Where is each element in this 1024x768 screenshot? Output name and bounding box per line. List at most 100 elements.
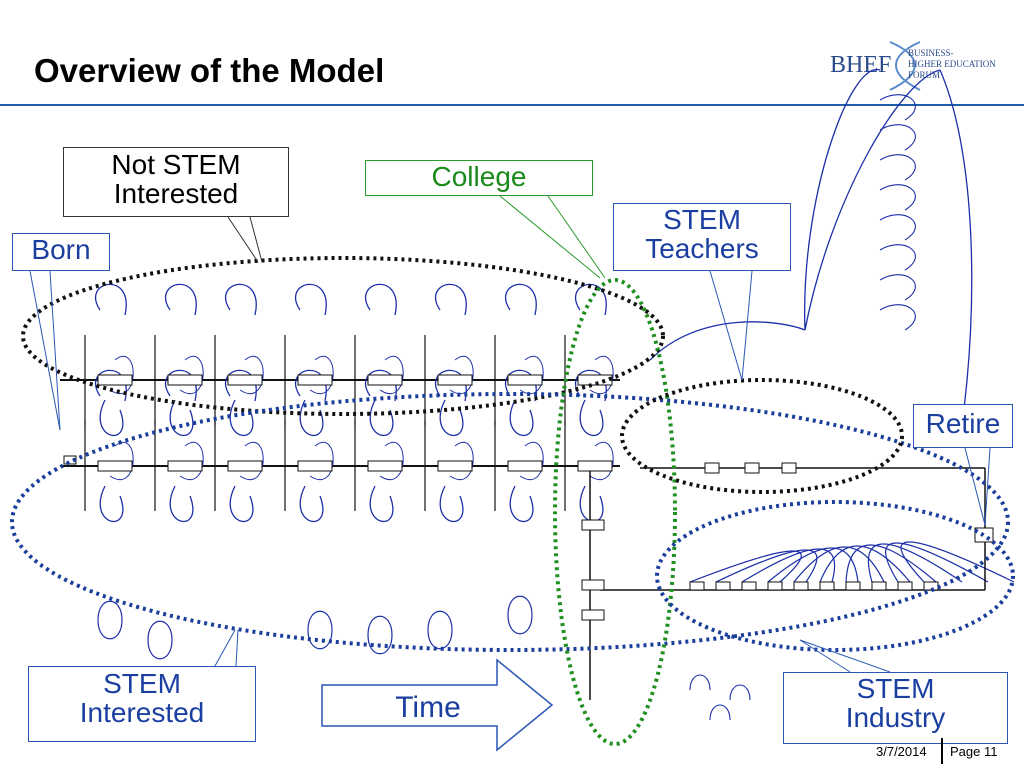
leader-interested bbox=[214, 629, 236, 667]
feedback-arc bbox=[147, 620, 173, 660]
industry-stock bbox=[715, 581, 731, 591]
industry-arc bbox=[715, 549, 818, 583]
feedback-arc bbox=[439, 399, 464, 437]
feedback-arc bbox=[299, 485, 324, 523]
logo-main-text: BHEF bbox=[830, 52, 891, 78]
feedback-arc bbox=[169, 485, 194, 523]
feedback-arc bbox=[879, 244, 916, 271]
stock-box bbox=[297, 374, 333, 386]
industry-stock bbox=[897, 581, 913, 591]
feedback-arc bbox=[169, 399, 194, 437]
teacher-stock bbox=[744, 462, 760, 474]
feedback-arc bbox=[224, 369, 257, 402]
leader-interested-b bbox=[235, 629, 239, 667]
feedback-arc bbox=[364, 283, 397, 316]
leader-born-b bbox=[49, 270, 61, 431]
stock-box bbox=[97, 460, 133, 472]
feedback-arc bbox=[519, 442, 544, 480]
feedback-arc bbox=[369, 485, 394, 523]
feedback-arc bbox=[879, 94, 916, 121]
leader-retire-b bbox=[984, 447, 991, 526]
stock-box bbox=[507, 374, 543, 386]
stock-box bbox=[167, 374, 203, 386]
leader-not-stem bbox=[227, 216, 259, 263]
feedback-arc bbox=[449, 442, 474, 480]
feedback-arc bbox=[179, 442, 204, 480]
long-arc bbox=[804, 69, 941, 331]
college-stock bbox=[581, 609, 605, 621]
industry-stock bbox=[689, 581, 705, 591]
feedback-arc bbox=[879, 124, 916, 151]
feedback-arc bbox=[879, 214, 916, 241]
feedback-arc bbox=[589, 442, 614, 480]
stock-box bbox=[227, 374, 263, 386]
model-stock-nodes bbox=[63, 374, 994, 621]
feedback-arc bbox=[439, 485, 464, 523]
long-arc bbox=[939, 69, 973, 441]
feedback-arc bbox=[229, 485, 254, 523]
bhef-logo: BHEF BUSINESS- HIGHER EDUCATION FORUM bbox=[830, 41, 996, 91]
logo-sub-1: BUSINESS- bbox=[908, 48, 954, 58]
feedback-arc bbox=[97, 600, 123, 640]
industry-stock bbox=[845, 581, 861, 591]
born-callout: Born bbox=[12, 233, 110, 271]
feedback-arc bbox=[579, 485, 604, 523]
not-stem-line-1: Not STEM bbox=[111, 149, 241, 180]
retire-callout: Retire bbox=[913, 404, 1013, 448]
feedback-arc bbox=[239, 356, 264, 394]
page-title: Overview of the Model bbox=[34, 52, 385, 89]
feedback-arc bbox=[99, 485, 124, 523]
industry-stock bbox=[793, 581, 809, 591]
feedback-arc bbox=[307, 610, 333, 650]
stock-box bbox=[507, 460, 543, 472]
industry-stock bbox=[741, 581, 757, 591]
leader-born bbox=[29, 270, 61, 431]
industry-arc bbox=[767, 547, 859, 583]
leader-not-stem-b bbox=[249, 216, 263, 263]
feedback-arc bbox=[224, 283, 257, 316]
stem-interested-line-2: Interested bbox=[79, 697, 205, 729]
college-stock bbox=[581, 519, 605, 531]
leader-college bbox=[499, 195, 601, 279]
feedback-arc bbox=[504, 369, 537, 402]
feedback-arc bbox=[164, 283, 197, 316]
title-divider bbox=[0, 104, 1024, 106]
feedback-arc bbox=[299, 399, 324, 437]
retire-label: Retire bbox=[925, 408, 1001, 439]
feedback-arc bbox=[579, 399, 604, 437]
college-label: College bbox=[431, 161, 527, 192]
stock-box bbox=[437, 374, 473, 386]
stem-teachers-line-2: Teachers bbox=[645, 233, 759, 265]
feedback-arc bbox=[369, 399, 394, 437]
stem-interested-callout: STEM Interested bbox=[28, 666, 256, 742]
feedback-arc bbox=[879, 274, 916, 301]
stock-box bbox=[167, 460, 203, 472]
feedback-arc bbox=[879, 304, 916, 331]
leader-teachers bbox=[709, 270, 743, 381]
feedback-arc bbox=[879, 154, 916, 181]
leader-teachers-b bbox=[741, 270, 753, 381]
industry-arc bbox=[689, 550, 802, 583]
feedback-arc bbox=[589, 356, 614, 394]
feedback-arc bbox=[434, 283, 467, 316]
feedback-arc bbox=[729, 684, 751, 701]
feedback-arc bbox=[379, 356, 404, 394]
leader-industry bbox=[799, 639, 851, 673]
born-label: Born bbox=[31, 234, 91, 265]
industry-stock bbox=[767, 581, 783, 591]
stock-box bbox=[577, 374, 613, 386]
industry-arc bbox=[741, 548, 836, 583]
feedback-arc bbox=[294, 283, 327, 316]
feedback-arc bbox=[367, 615, 393, 655]
footer-page-number: Page 11 bbox=[950, 744, 998, 759]
stock-box bbox=[97, 374, 133, 386]
industry-arc bbox=[793, 546, 885, 583]
feedback-arc bbox=[507, 595, 533, 635]
stem-interested-line-1: STEM bbox=[103, 668, 181, 699]
feedback-arc bbox=[179, 356, 204, 394]
stem-industry-ellipse bbox=[655, 500, 1015, 652]
feedback-arc bbox=[709, 704, 731, 721]
stem-industry-line-1: STEM bbox=[856, 673, 935, 704]
footer-divider bbox=[941, 738, 943, 764]
